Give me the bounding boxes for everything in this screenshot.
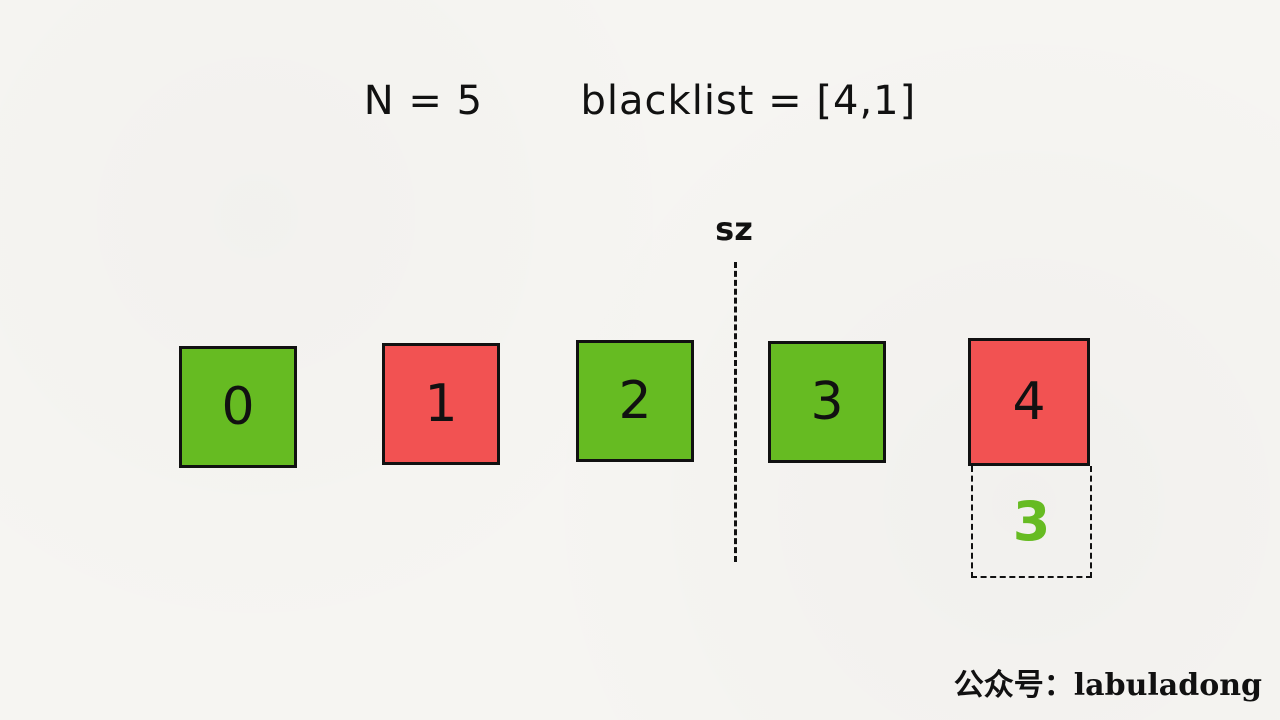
watermark: 公众号：labuladong: [953, 668, 1262, 703]
sz-label: sz: [715, 210, 753, 248]
n-value-text: N = 5: [363, 78, 484, 124]
blacklist-text: blacklist = [4,1]: [580, 78, 917, 124]
header: N = 5 blacklist = [4,1]: [0, 78, 1280, 124]
box-1: 1: [382, 343, 500, 465]
box-4: 4: [968, 338, 1090, 466]
mapped-value-box: 3: [971, 466, 1092, 578]
box-3: 3: [768, 341, 886, 463]
box-0: 0: [179, 346, 297, 468]
sz-divider-line: [734, 262, 737, 562]
box-2: 2: [576, 340, 694, 462]
